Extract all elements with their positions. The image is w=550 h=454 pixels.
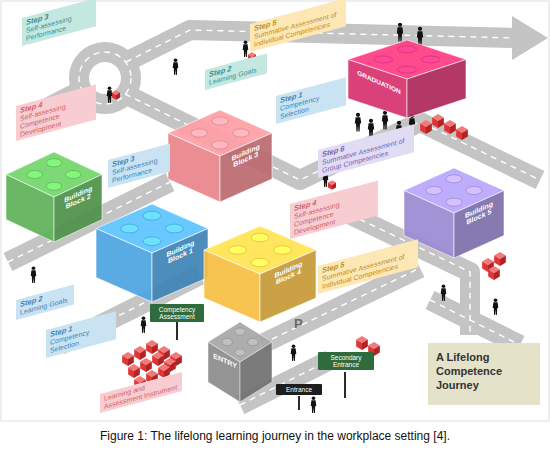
red-cube xyxy=(456,126,468,140)
graduate xyxy=(382,111,388,130)
block-stud xyxy=(426,186,442,194)
block-stud xyxy=(374,56,393,63)
red-cube xyxy=(432,114,444,128)
red-cube xyxy=(494,252,506,266)
person xyxy=(173,58,179,75)
sign-post xyxy=(298,396,300,410)
person xyxy=(107,86,113,103)
block-stud xyxy=(121,224,139,233)
node-text: Competency Assessment xyxy=(153,306,201,320)
road-marking xyxy=(8,30,540,405)
block-stud xyxy=(143,211,161,220)
block-outline xyxy=(208,322,272,402)
person xyxy=(291,344,297,361)
block-stud xyxy=(212,117,229,125)
person xyxy=(243,40,249,57)
figure-frame xyxy=(1,1,549,421)
block-stud xyxy=(251,258,269,267)
building-block: Building Block 2 xyxy=(6,152,102,242)
red-cube xyxy=(420,120,432,134)
entry-block: ENTRY xyxy=(208,322,272,402)
block-stud xyxy=(232,129,249,137)
building-block: Building Block 1 xyxy=(96,204,208,302)
block-stud xyxy=(46,159,61,167)
block-stud xyxy=(46,182,61,190)
block-stud xyxy=(191,129,208,137)
red-cube xyxy=(134,346,146,360)
block-stud xyxy=(143,237,161,246)
building-block: Building Block 4 xyxy=(204,226,316,322)
graduate xyxy=(397,23,403,42)
road-sign: Secondary Entrance xyxy=(318,352,374,370)
block-stud xyxy=(398,46,417,53)
title-box: A Lifelong Competence Journey xyxy=(428,343,540,405)
red-cube xyxy=(122,352,134,366)
block-stud xyxy=(446,198,462,206)
road-sign: Competency Assessment xyxy=(150,304,204,322)
block-stud xyxy=(251,233,269,242)
block-stud xyxy=(398,66,417,73)
road-sign: Entrance xyxy=(276,384,322,395)
block-stud xyxy=(66,170,81,178)
person xyxy=(493,298,499,315)
diagram-title: A Lifelong Competence Journey xyxy=(436,351,532,392)
road xyxy=(8,30,540,405)
red-cube xyxy=(146,340,158,354)
block-stud xyxy=(446,175,462,183)
building-block: Building Block 5 xyxy=(404,168,504,258)
block-stud xyxy=(27,170,42,178)
caption-box: Figure 1: The lifelong learning journey … xyxy=(0,429,550,443)
graduate xyxy=(355,113,361,132)
block-stud xyxy=(212,141,229,149)
node-text: Entrance xyxy=(279,386,319,393)
block-stud xyxy=(165,224,183,233)
sign-post xyxy=(344,372,346,398)
block-stud xyxy=(273,246,291,255)
block-stud xyxy=(222,338,232,345)
graduate xyxy=(417,27,423,46)
block-stud xyxy=(248,338,258,345)
building-block: Building Block 3 xyxy=(168,110,272,202)
block-stud xyxy=(235,328,245,335)
red-cube xyxy=(356,336,368,350)
red-cube xyxy=(140,358,152,372)
node-text: Secondary Entrance xyxy=(321,354,371,368)
person xyxy=(441,284,447,301)
graduation-block: GRADUATION xyxy=(348,40,466,118)
red-cube xyxy=(488,266,500,280)
person xyxy=(31,266,37,283)
block-stud xyxy=(229,246,247,255)
person xyxy=(311,396,317,413)
block-stud xyxy=(235,349,245,356)
red-cube xyxy=(444,120,456,134)
person xyxy=(141,316,147,333)
red-cube xyxy=(152,352,164,366)
road-arrow xyxy=(512,16,548,60)
block-stud xyxy=(466,186,482,194)
block-stud xyxy=(421,56,440,63)
red-cube xyxy=(328,180,336,190)
figure-caption: Figure 1: The lifelong learning journey … xyxy=(0,429,550,443)
red-cube xyxy=(128,364,140,378)
red-cube xyxy=(112,90,120,100)
parking-marking: P xyxy=(294,316,303,331)
